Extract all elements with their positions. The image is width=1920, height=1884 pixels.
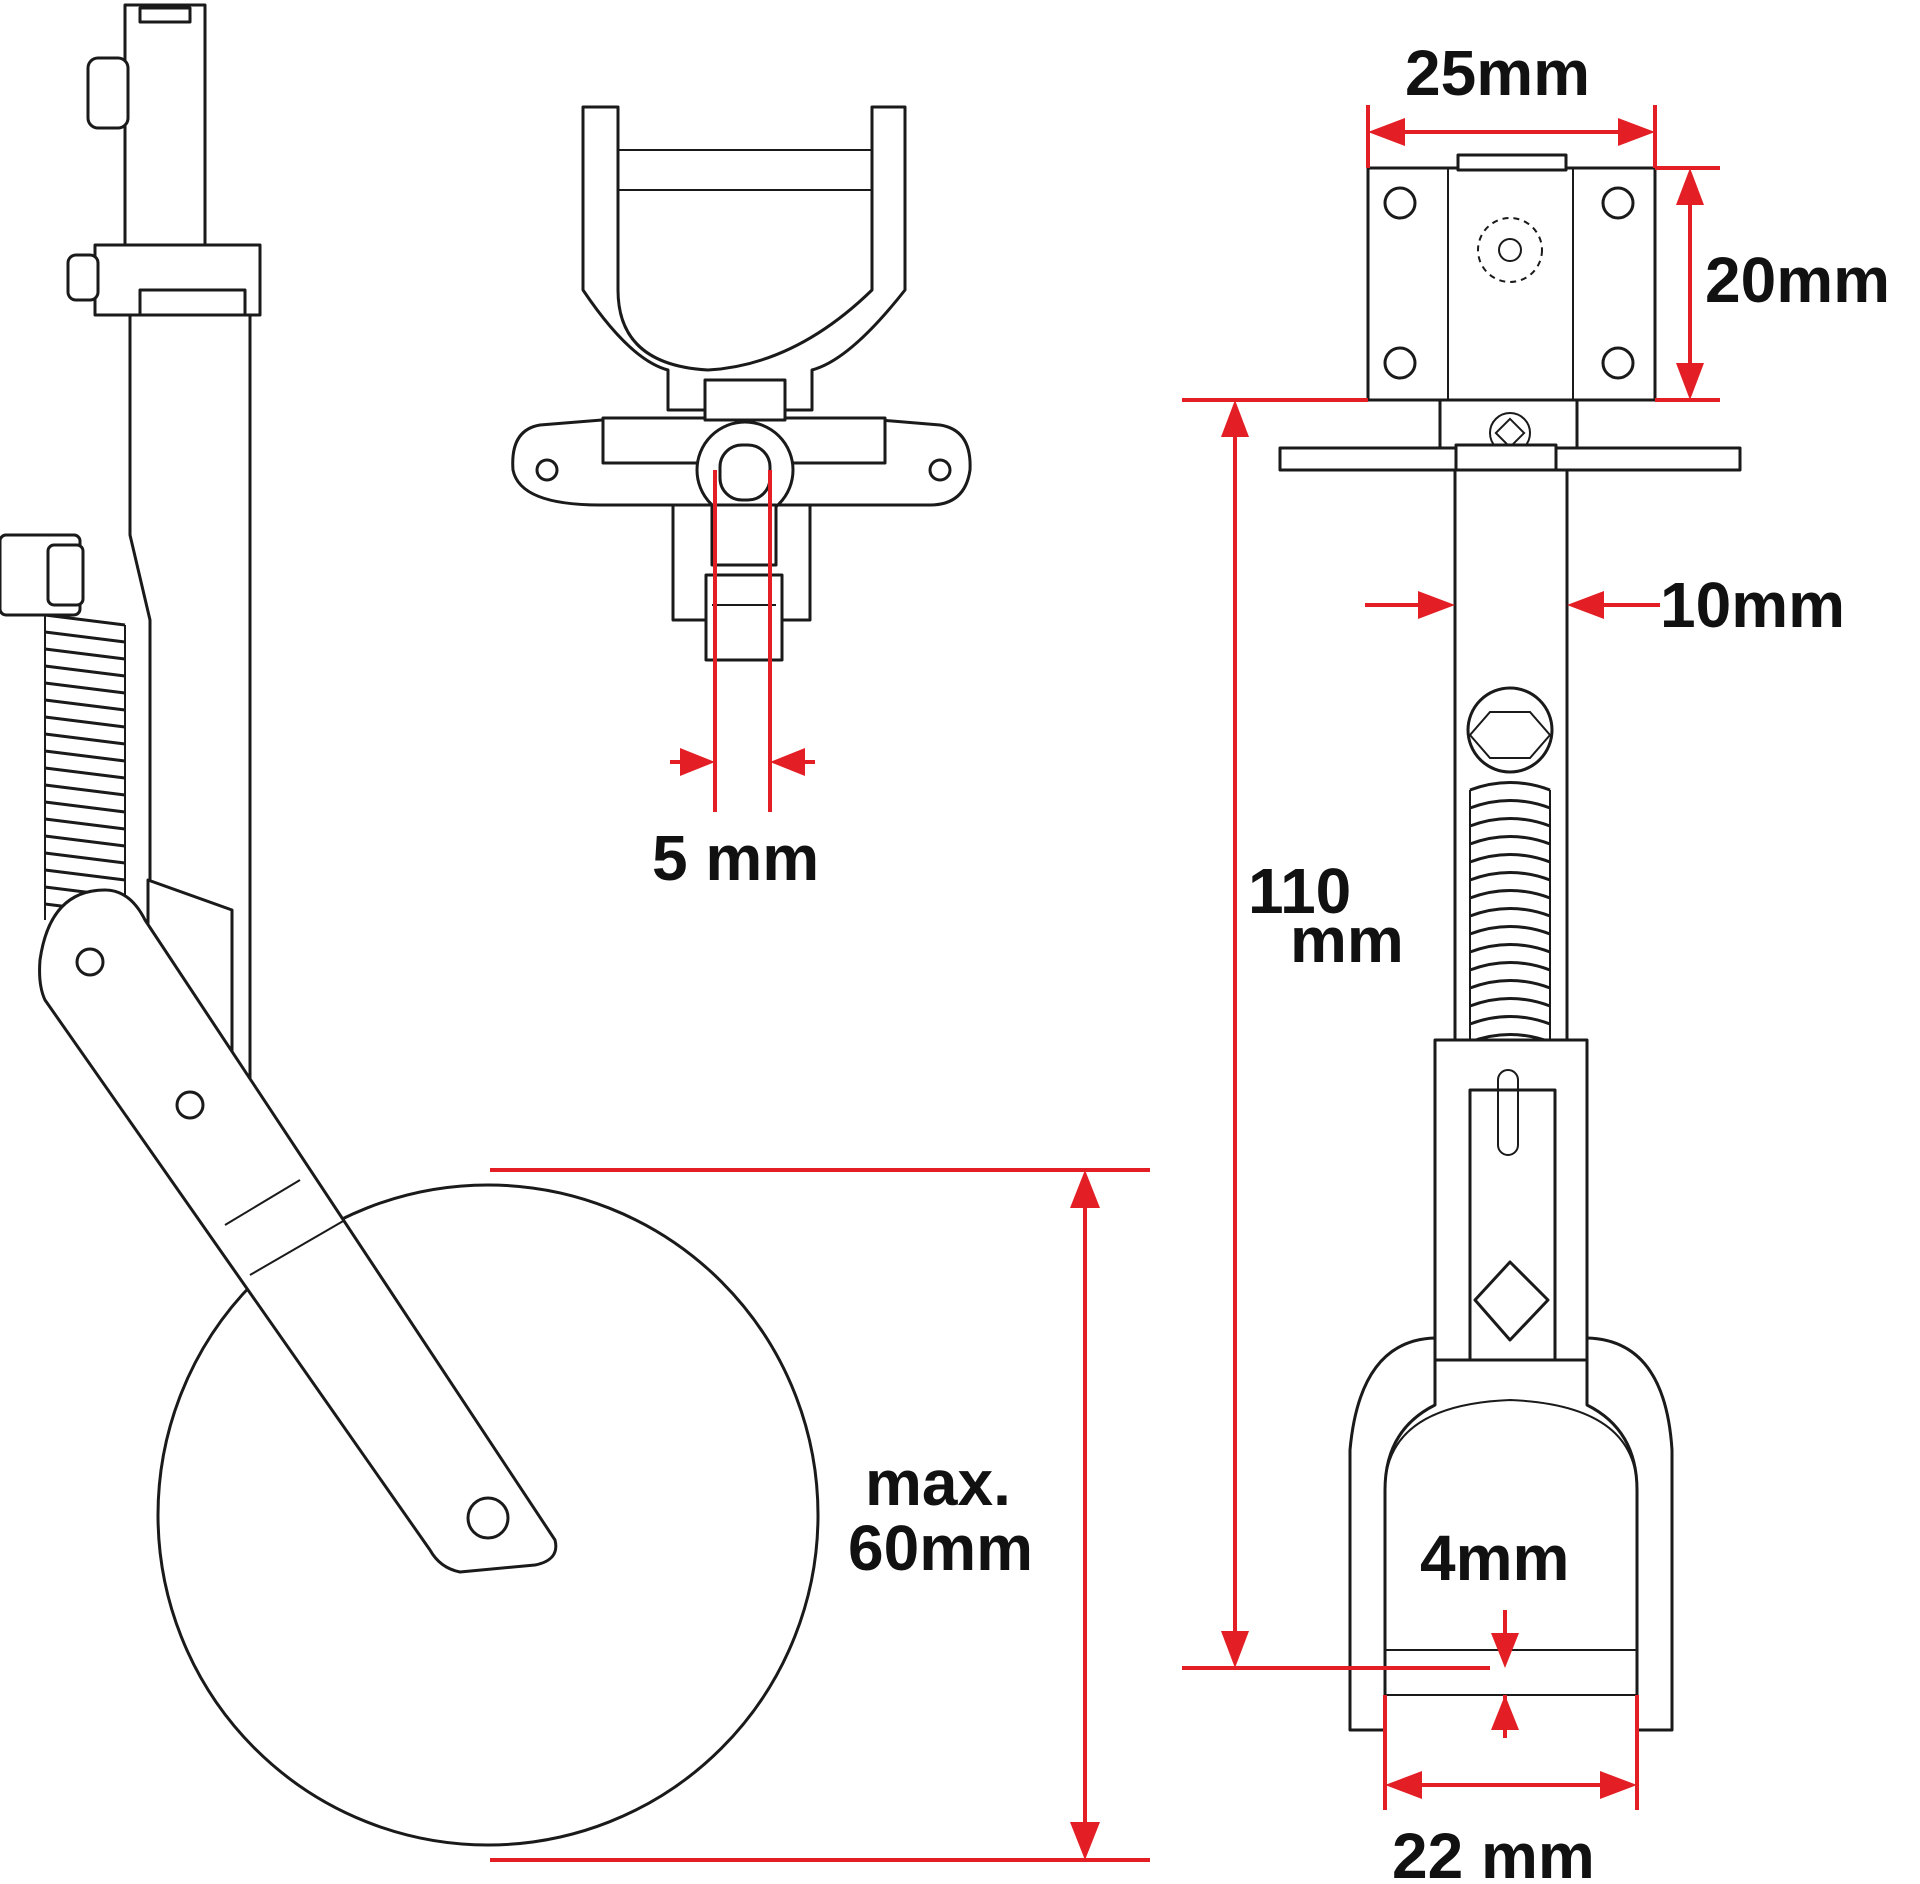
total-height-label-1: 110 (1248, 855, 1351, 927)
fork-width-label: 22 mm (1392, 1820, 1595, 1884)
side-mount-knob (86, 56, 130, 130)
axle-dia-label: 4mm (1420, 1522, 1569, 1594)
mount-height-label: 20mm (1705, 244, 1890, 316)
top-view: 5 mm (511, 105, 972, 894)
total-height-label-2: mm (1290, 904, 1404, 976)
wheel-dia-label-2: 60mm (848, 1512, 1033, 1584)
side-spring (44, 613, 126, 920)
side-swing-arm (38, 888, 558, 1574)
top-width-label: 25mm (1405, 37, 1590, 109)
wheel-dia-label-1: max. (865, 1447, 1011, 1519)
top-view-yoke (581, 105, 907, 412)
side-mount-block (123, 3, 207, 247)
side-view: max. 60mm (0, 3, 1150, 1862)
front-view: 25mm 20mm 10mm 110 mm 4mm 22 mm (1182, 37, 1890, 1884)
pin-dia-label: 5 mm (652, 822, 819, 894)
strut-width-label: 10mm (1660, 569, 1845, 641)
